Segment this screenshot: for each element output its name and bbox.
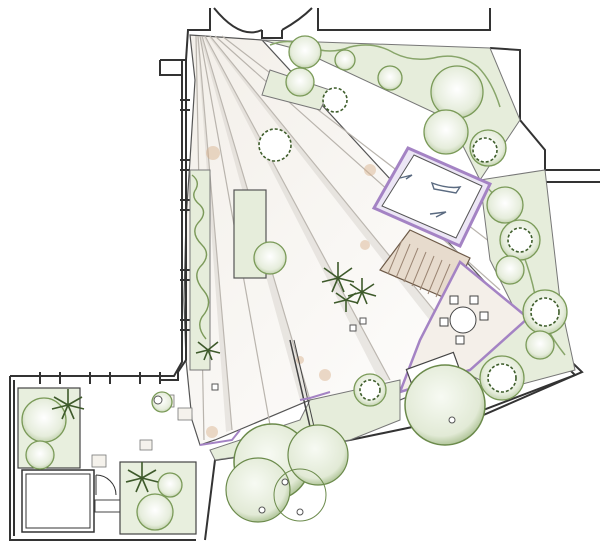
pool (371, 146, 493, 248)
tree-canopy-icon (225, 364, 486, 523)
pool-icon (399, 174, 462, 218)
deck (379, 229, 471, 301)
palm-icon (51, 262, 377, 493)
pots (153, 317, 367, 405)
courtyard-raised-bed (21, 469, 95, 533)
dining-table-icon (439, 295, 489, 345)
house-walls (9, 59, 196, 541)
